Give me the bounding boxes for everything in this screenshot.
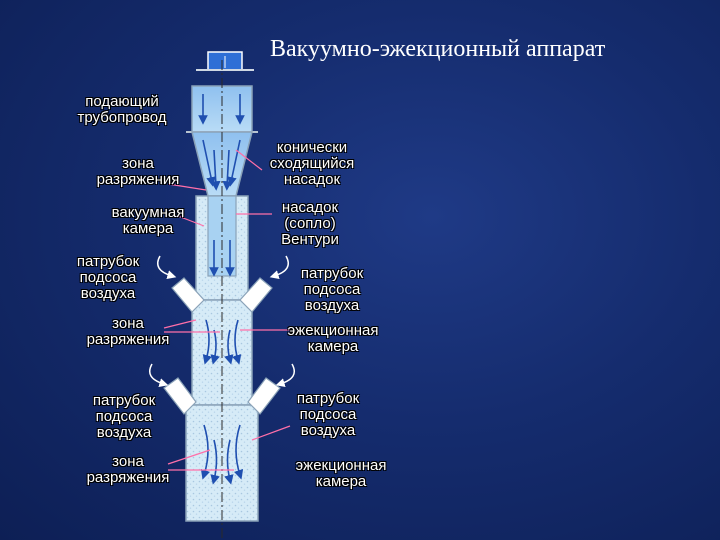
label-rarefaction-zone-2: зона разряжения bbox=[86, 315, 170, 348]
label-ejection-chamber-1: эжекционная камера bbox=[287, 322, 379, 355]
label-rarefaction-zone-1: зона разряжения bbox=[96, 155, 180, 188]
label-conical-nozzle: конически сходящийся насадок bbox=[269, 139, 355, 188]
label-venturi-nozzle: насадок (сопло) Вентури bbox=[281, 199, 339, 248]
label-air-suction-pipe-right-1: патрубок подсоса воздуха bbox=[300, 265, 364, 314]
air-suction-pipe-right-1 bbox=[239, 277, 273, 313]
inlet-cap bbox=[196, 51, 254, 71]
air-suction-pipe-left-2 bbox=[163, 377, 197, 415]
label-air-suction-pipe-left-1: патрубок подсоса воздуха bbox=[76, 253, 140, 302]
label-air-suction-pipe-right-2: патрубок подсоса воздуха bbox=[296, 390, 360, 439]
air-suction-pipe-left-1 bbox=[171, 277, 205, 313]
diagram-title: Вакуумно-эжекционный аппарат bbox=[270, 36, 606, 62]
air-suction-pipe-right-2 bbox=[247, 377, 281, 415]
label-ejection-chamber-2: эжекционная камера bbox=[295, 457, 387, 490]
label-rarefaction-zone-3: зона разряжения bbox=[86, 453, 170, 486]
label-feed-pipe: подающий трубопровод bbox=[77, 93, 167, 126]
air-intake-arrows bbox=[149, 255, 295, 388]
label-air-suction-pipe-left-2: патрубок подсоса воздуха bbox=[92, 392, 156, 441]
label-vacuum-chamber: вакуумная камера bbox=[111, 204, 185, 237]
leader-lines bbox=[163, 149, 291, 471]
